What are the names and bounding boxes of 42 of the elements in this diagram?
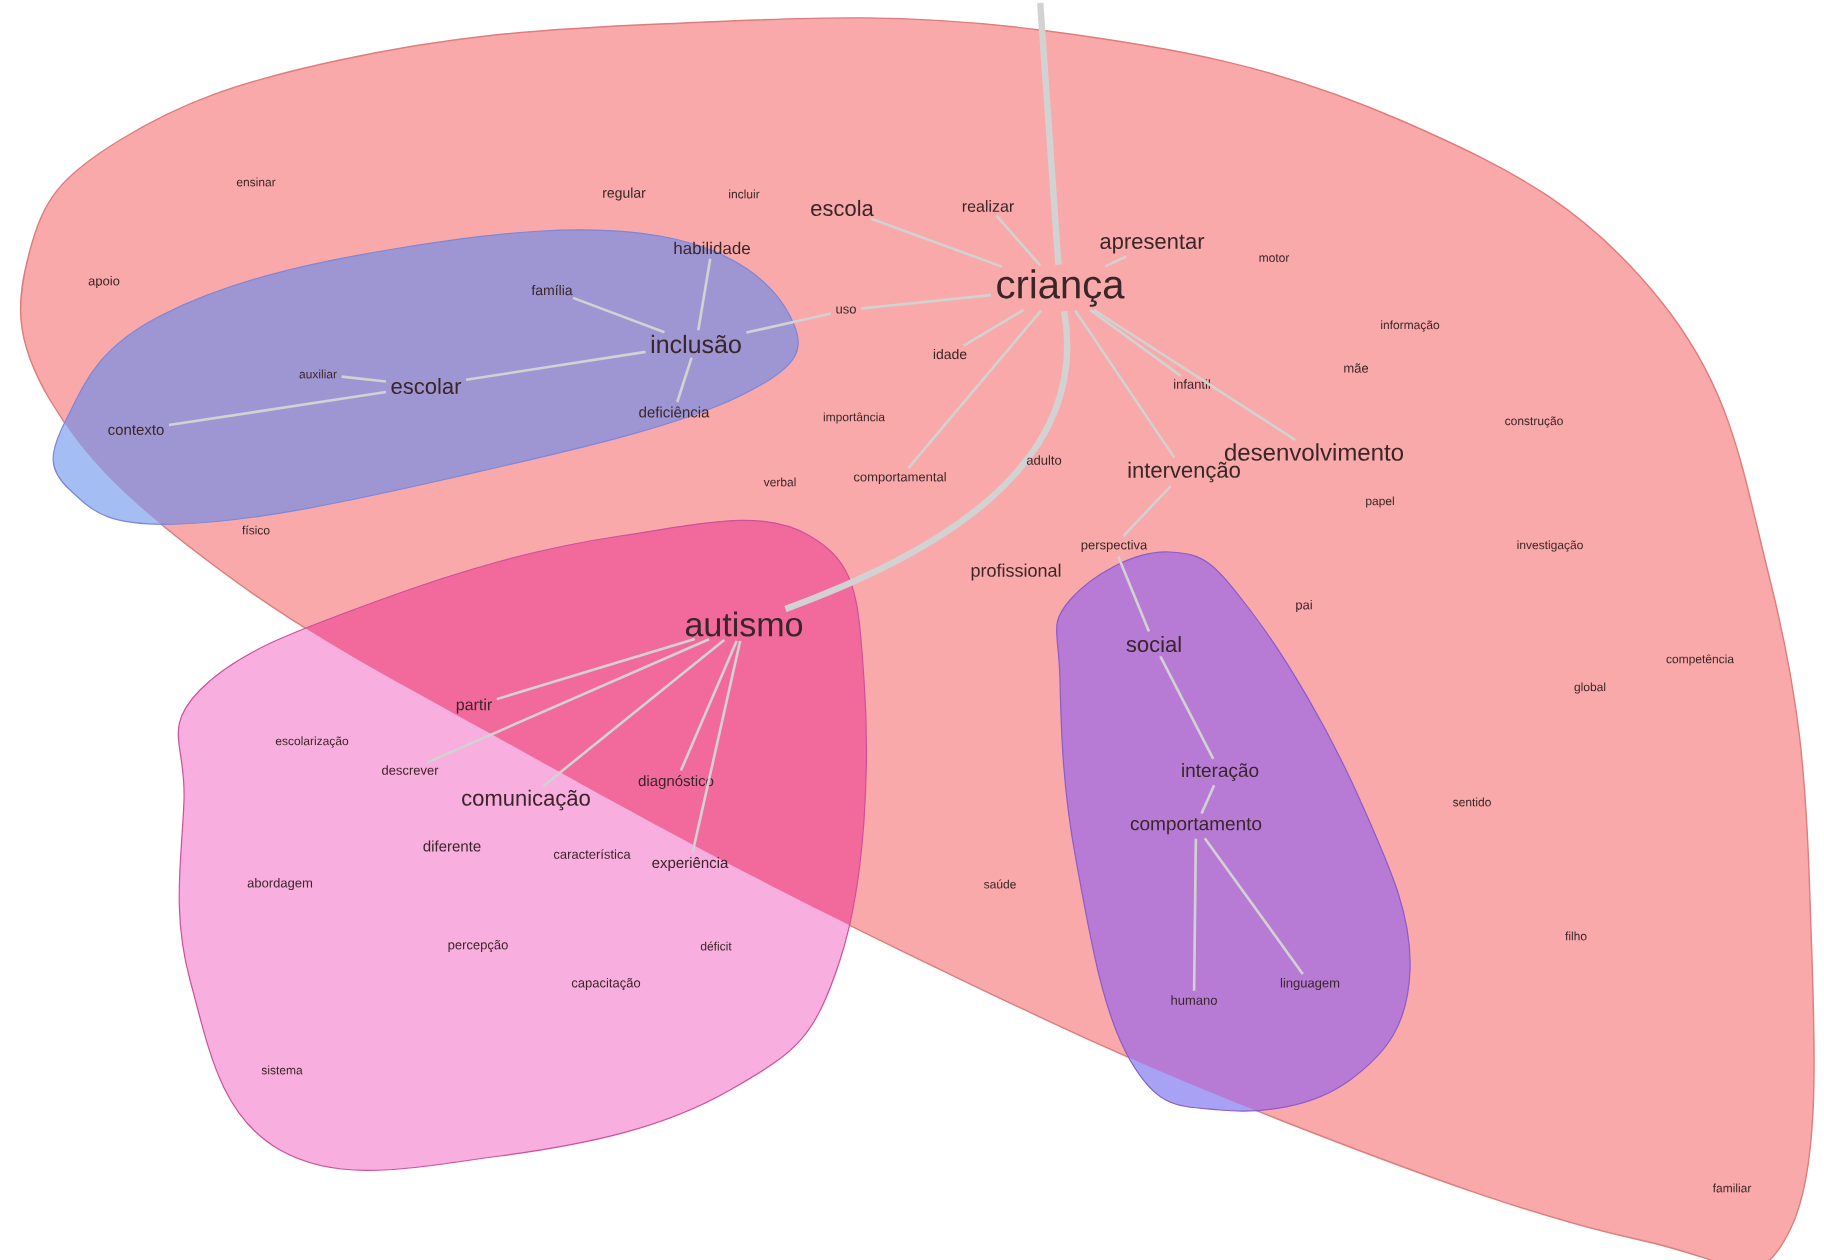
word-label: profissional <box>971 563 1061 581</box>
word-label: escolar <box>391 377 462 395</box>
connector-line <box>168 390 387 427</box>
connector-line <box>784 311 1071 612</box>
connector-line <box>697 258 712 331</box>
word-label: criança <box>997 269 1125 307</box>
connector-line <box>1104 255 1127 268</box>
connector-line <box>746 312 832 334</box>
connector-line <box>1074 310 1176 459</box>
connector-line <box>1117 555 1151 633</box>
word-label: escola <box>811 199 874 217</box>
word-label: partir <box>456 698 492 714</box>
word-label: interação <box>1182 763 1259 781</box>
connector-line <box>963 308 1025 347</box>
connector-line <box>426 638 710 764</box>
connector-line <box>679 640 738 772</box>
connector-line <box>1122 485 1172 538</box>
connector-line <box>860 293 992 310</box>
word-label: social <box>1126 635 1181 653</box>
word-label: apresentar <box>1100 234 1205 254</box>
connector-line <box>676 357 693 403</box>
connector-line <box>1159 655 1215 760</box>
word-label: comunicação <box>462 789 590 811</box>
connector-line <box>1089 309 1182 377</box>
connector-line <box>341 375 387 383</box>
connector-line <box>1093 308 1297 442</box>
connector-line <box>572 296 665 334</box>
connector-line <box>1203 837 1304 975</box>
connector-line <box>870 217 1003 268</box>
connector-line <box>907 309 1042 469</box>
word-label: comportamento <box>1130 817 1262 835</box>
connector-line <box>496 637 696 701</box>
word-label: desenvolvimento <box>1224 443 1403 461</box>
connector-line <box>1192 838 1198 991</box>
connector-line <box>995 214 1042 267</box>
word-label: inclusão <box>651 334 741 354</box>
connector-line <box>1200 784 1216 815</box>
word-label: realizar <box>962 200 1014 212</box>
connector-line <box>465 350 646 382</box>
word-label: autismo <box>685 611 803 637</box>
connector-line <box>1037 2 1062 265</box>
word-label: intervenção <box>1128 461 1240 483</box>
